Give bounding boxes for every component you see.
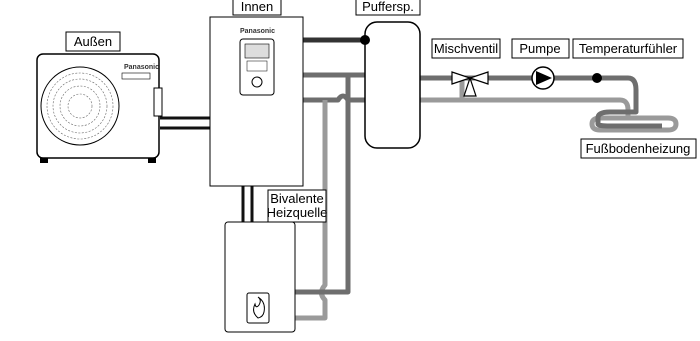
label-bivalent-heat-source: Bivalente Heizquelle — [267, 189, 328, 223]
mixing-valve-icon — [451, 71, 489, 97]
bivalent-heat-source-unit — [224, 221, 296, 333]
pipe-buffer-to-floor — [420, 75, 639, 105]
label-buffer-text: Puffersp. — [362, 0, 414, 14]
outdoor-indoor-pipes — [160, 116, 210, 130]
junction-dot — [360, 35, 370, 45]
label-mixing-valve-text: Mischventil — [434, 41, 498, 56]
flame-icon — [253, 296, 265, 319]
label-buffer: Puffersp. — [355, 0, 421, 16]
pipe-indoor-bivalent — [241, 186, 254, 222]
label-bivalent-line2: Heizquelle — [267, 205, 328, 220]
label-outdoor: Außen — [65, 31, 121, 52]
indoor-unit: Panasonic — [209, 16, 304, 187]
label-pump: Pumpe — [511, 38, 570, 59]
buffer-tank — [364, 21, 421, 149]
indoor-brand: Panasonic — [240, 28, 275, 35]
label-pump-text: Pumpe — [519, 41, 560, 56]
label-outdoor-text: Außen — [74, 34, 112, 49]
pipe-bivalent-return — [295, 75, 351, 295]
label-bivalent-line1: Bivalente — [270, 191, 323, 206]
label-floor-heating-text: Fußbodenheizung — [586, 141, 691, 156]
label-temperature-sensor: Temperaturfühler — [572, 38, 684, 59]
label-floor-heating: Fußbodenheizung — [580, 138, 697, 159]
temperature-sensor-dot — [592, 73, 602, 83]
outdoor-unit: Panasonic — [36, 53, 163, 163]
label-indoor-text: Innen — [241, 0, 274, 14]
label-indoor: Innen — [232, 0, 282, 16]
outdoor-brand: Panasonic — [124, 64, 159, 71]
pipe-floor-return — [420, 78, 631, 118]
label-temperature-sensor-text: Temperaturfühler — [579, 41, 678, 56]
floor-heating-coil — [589, 105, 679, 133]
pump-icon — [531, 66, 555, 90]
pipe-indoor-buffer-2 — [303, 93, 365, 103]
label-mixing-valve: Mischventil — [431, 38, 501, 59]
